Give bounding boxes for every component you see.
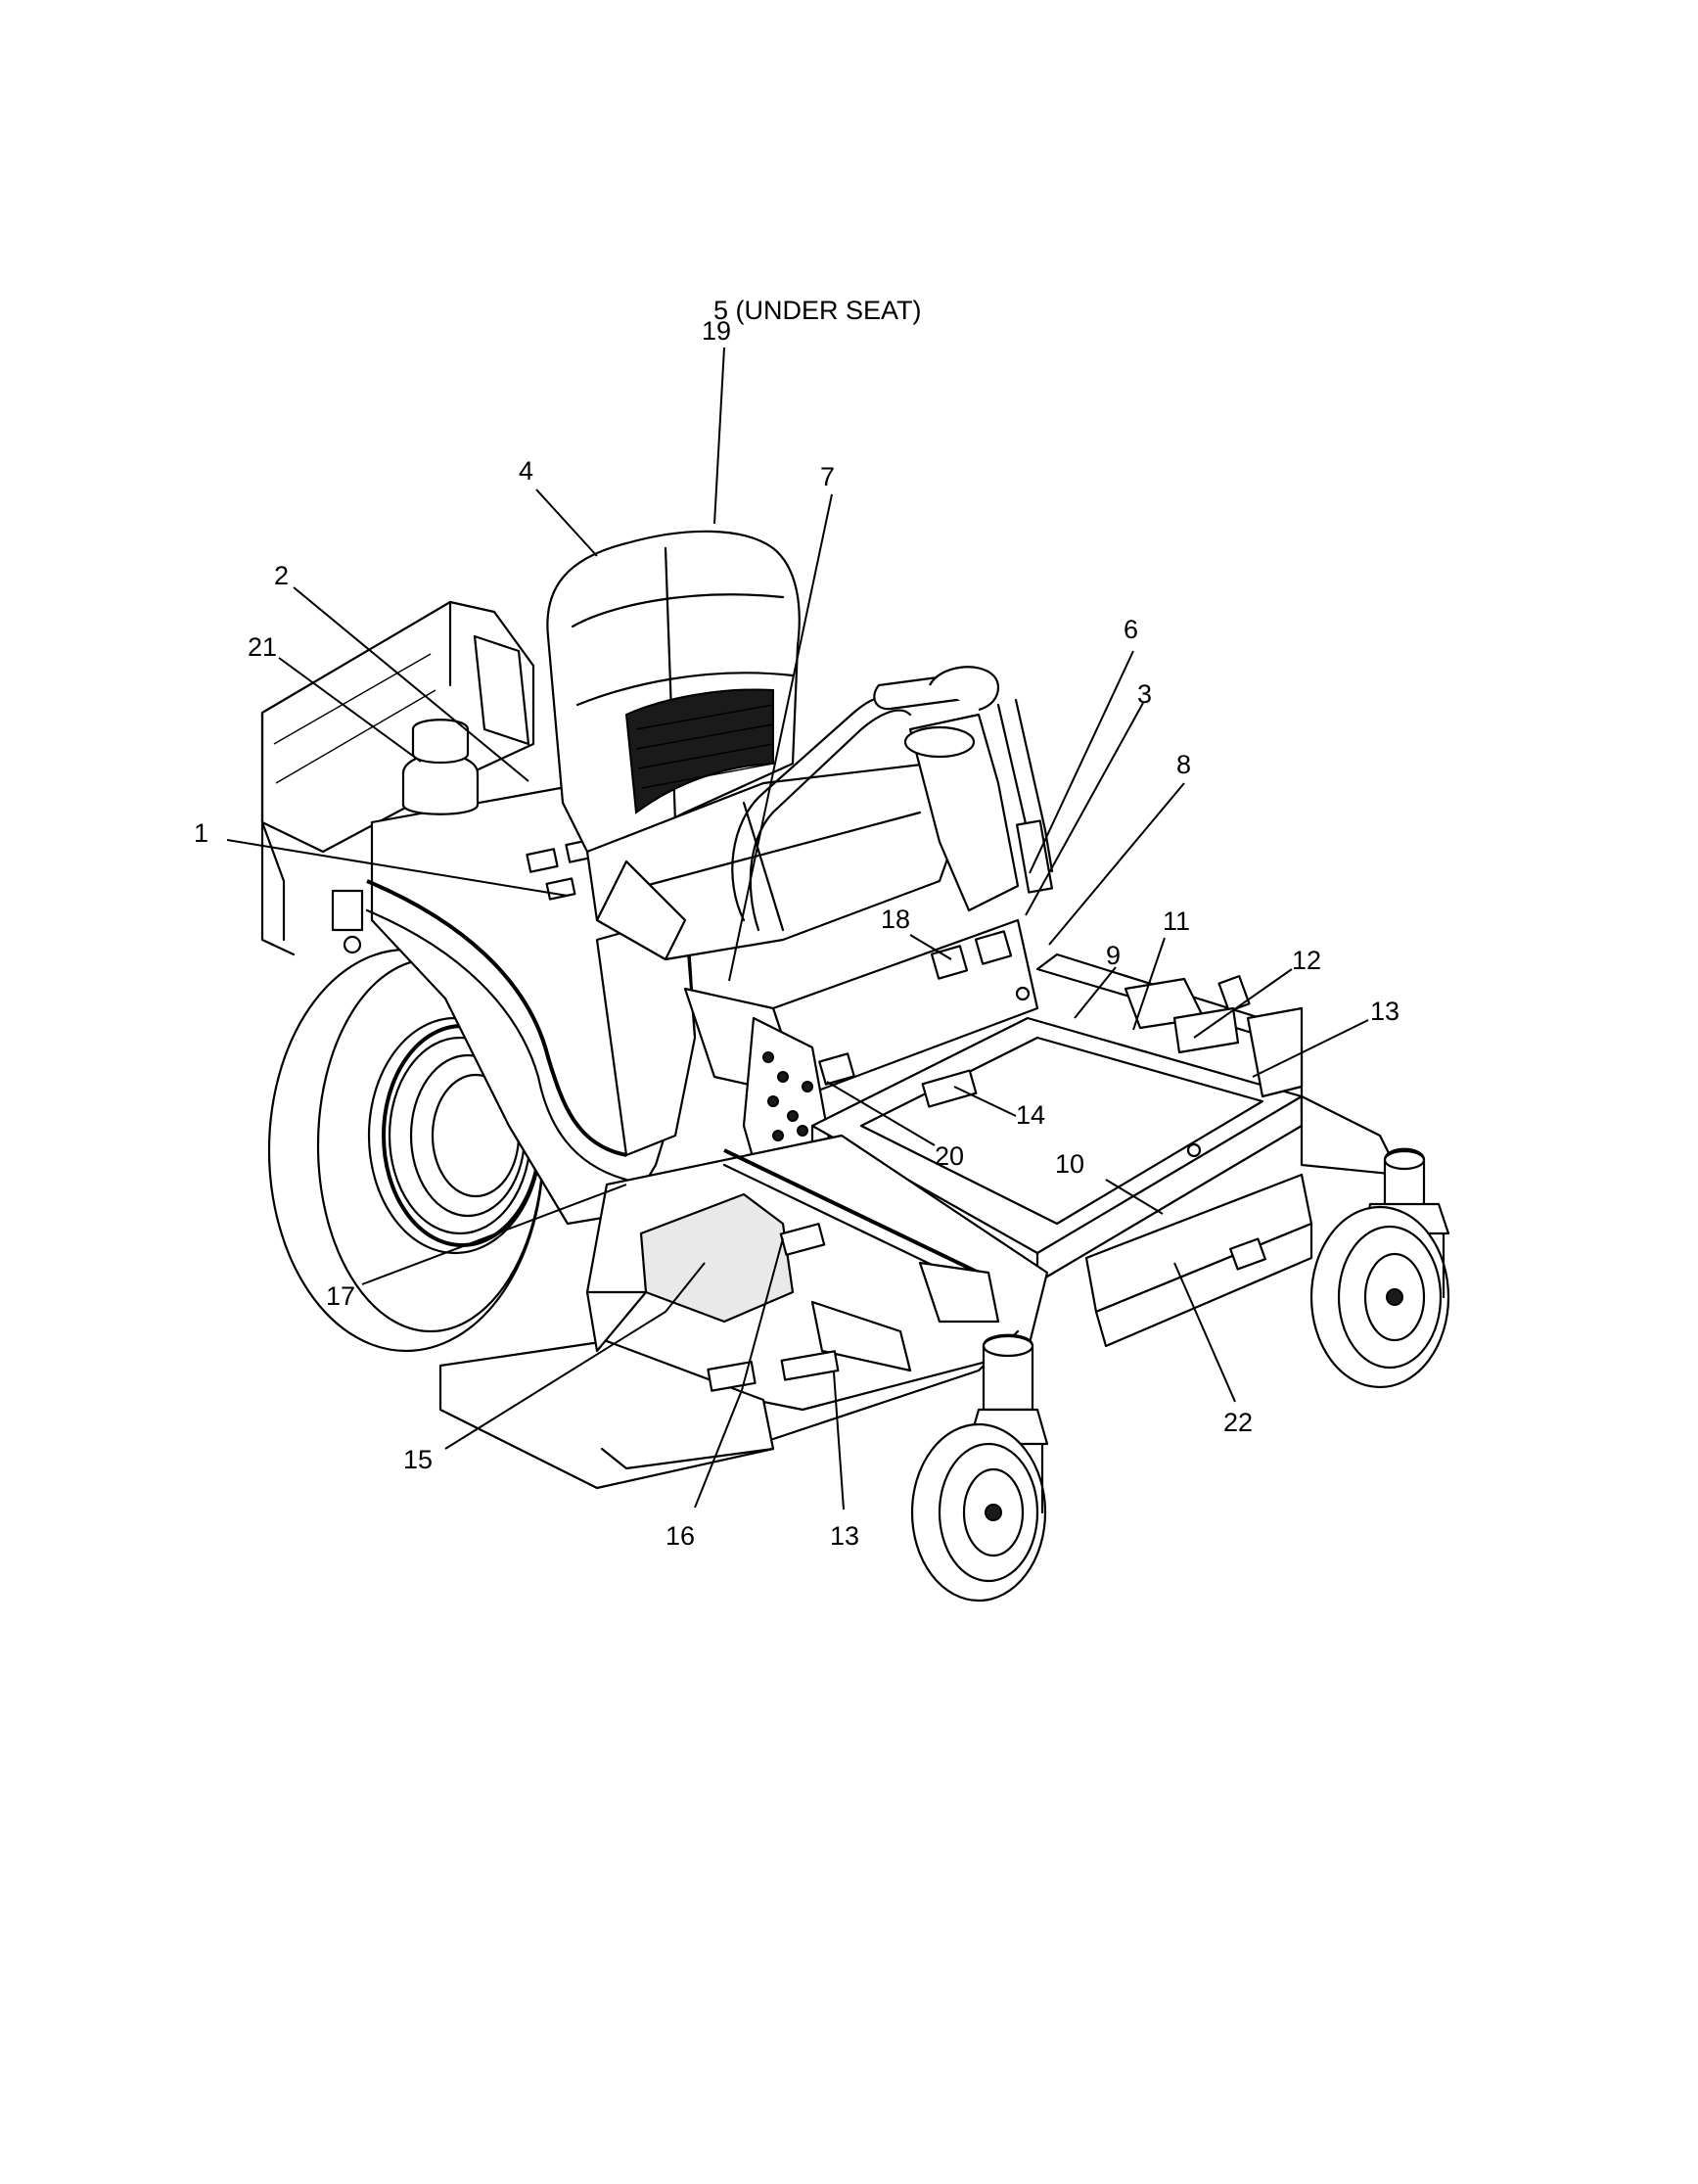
leader-20	[826, 1081, 936, 1146]
callout-labels: 5 (UNDER SEAT) 19 4 7 2 21 1 6 3 8 18 11…	[194, 296, 1400, 1551]
leader-13a	[1252, 1019, 1369, 1078]
leader-8	[1048, 782, 1185, 946]
leader-9	[1074, 966, 1117, 1019]
callout-20: 20	[935, 1141, 964, 1171]
leader-3	[1025, 702, 1144, 916]
front-caster-right	[1309, 1147, 1450, 1389]
mower-illustration	[260, 530, 1450, 1603]
leader-21	[278, 657, 422, 763]
control-levers	[731, 666, 1054, 932]
callout-4: 4	[519, 456, 533, 486]
callout-13b: 13	[830, 1521, 859, 1551]
leader-14	[953, 1086, 1017, 1117]
callout-15: 15	[403, 1445, 433, 1474]
front-caster-left	[910, 1333, 1049, 1603]
leader-2	[293, 586, 529, 782]
callout-14: 14	[1016, 1100, 1045, 1130]
right-rail	[1084, 1173, 1313, 1348]
callout-16: 16	[665, 1521, 695, 1551]
callout-17: 17	[326, 1281, 355, 1311]
engine-frame	[260, 600, 535, 956]
leader-22	[1173, 1262, 1236, 1403]
leader-13b	[833, 1371, 845, 1510]
callout-5: 5 (UNDER SEAT)	[713, 296, 922, 325]
leader-7	[728, 493, 833, 982]
callout-2: 2	[274, 561, 289, 590]
leader-6	[1029, 650, 1134, 874]
leader-16	[694, 1237, 784, 1509]
mower-deck	[438, 1134, 1049, 1490]
seat	[546, 530, 966, 961]
cross-bar	[722, 1148, 1000, 1324]
leader-12	[1193, 968, 1293, 1039]
leader-19	[713, 347, 725, 525]
leader-1	[226, 839, 569, 897]
leader-15	[444, 1262, 706, 1450]
leader-lines	[226, 347, 1369, 1510]
callout-13a: 13	[1370, 997, 1400, 1026]
leader-17	[361, 1184, 627, 1285]
callout-10: 10	[1055, 1149, 1084, 1179]
callout-1: 1	[194, 818, 208, 848]
callout-19: 19	[702, 316, 731, 346]
front-frame	[1035, 953, 1401, 1177]
callout-18: 18	[881, 905, 910, 934]
callout-21: 21	[248, 632, 277, 662]
right-console	[903, 713, 1053, 912]
callout-22: 22	[1223, 1408, 1253, 1437]
callout-11: 11	[1163, 906, 1190, 936]
callout-12: 12	[1292, 946, 1321, 975]
callout-7: 7	[820, 462, 835, 491]
callout-9: 9	[1106, 941, 1121, 970]
callout-3: 3	[1137, 679, 1152, 709]
leader-11	[1132, 937, 1166, 1031]
leader-18	[909, 934, 952, 960]
leader-4	[535, 488, 598, 557]
seat-mesh	[635, 704, 774, 789]
leader-10	[1105, 1179, 1164, 1215]
callout-6: 6	[1124, 615, 1138, 644]
callout-8: 8	[1176, 750, 1191, 779]
